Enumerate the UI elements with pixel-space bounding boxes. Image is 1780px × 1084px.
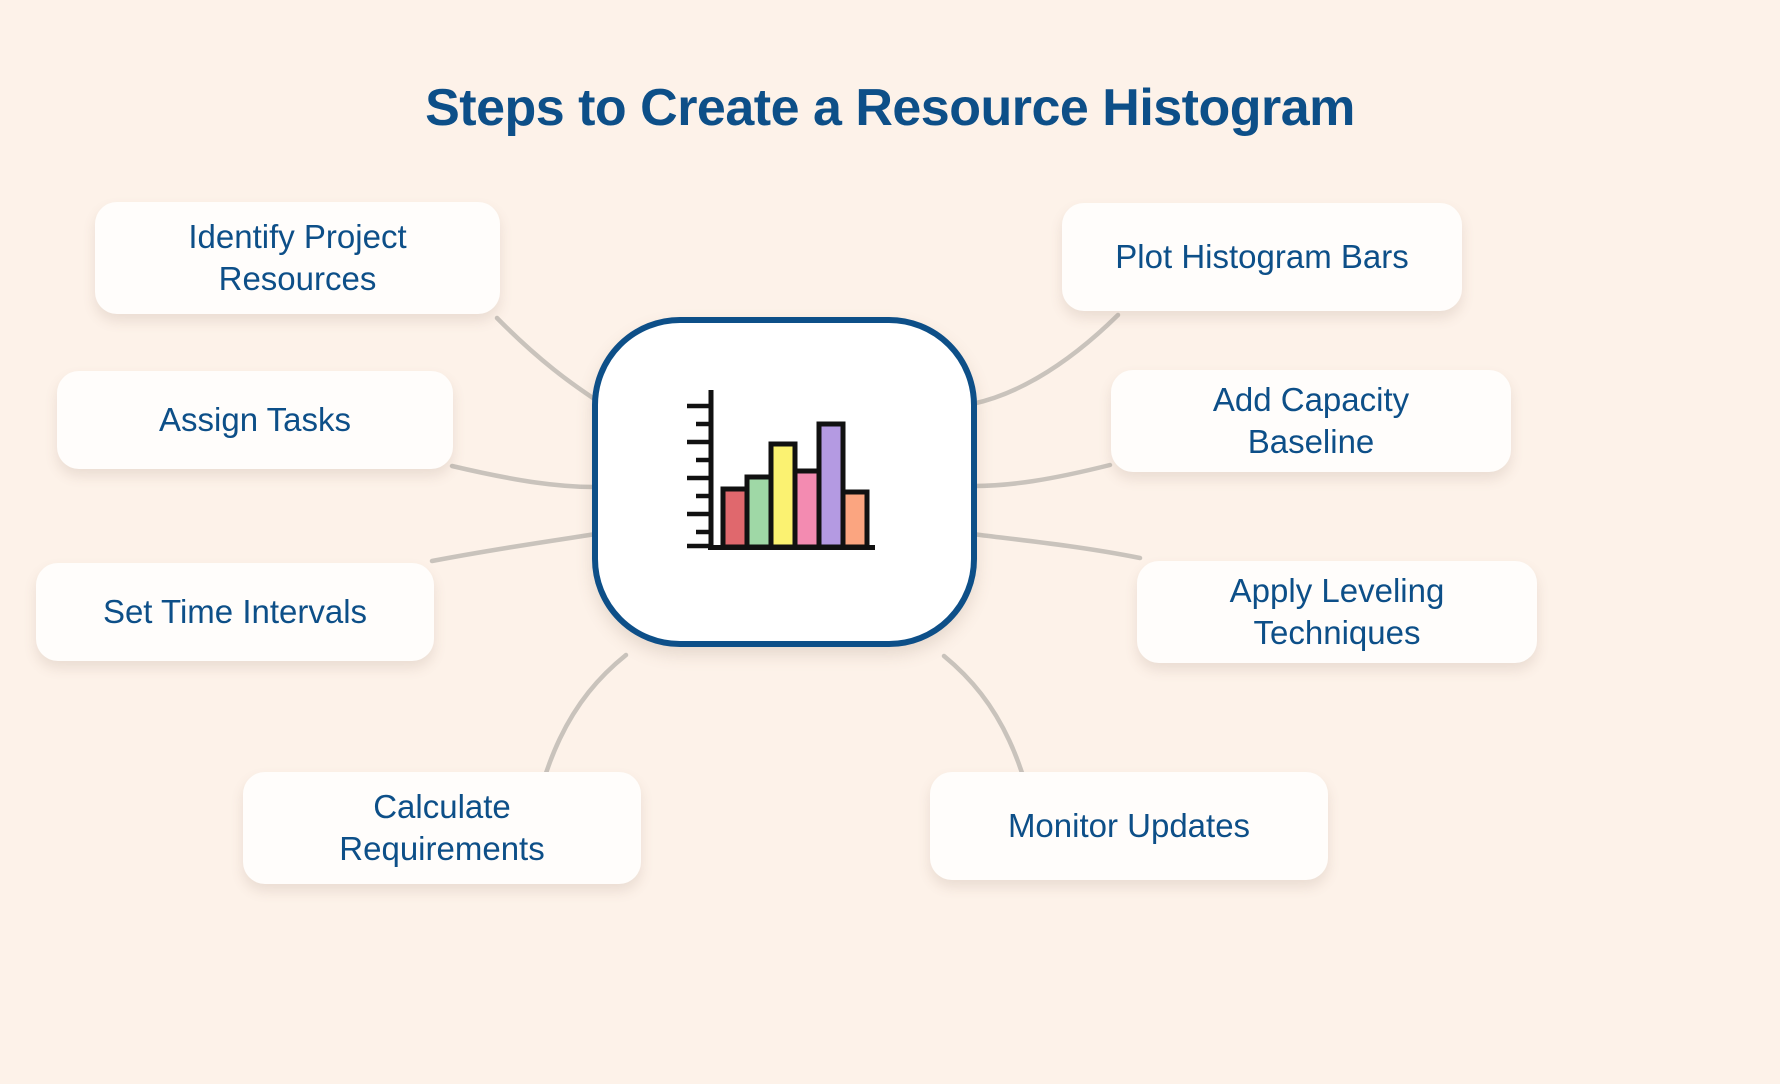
step-label: Identify Project Resources — [188, 218, 407, 297]
step-card-calculate-requirements[interactable]: Calculate Requirements — [243, 772, 641, 884]
histogram-y-ticks — [686, 403, 711, 549]
histogram-bar-2 — [744, 474, 773, 550]
histogram-bar-1 — [720, 486, 749, 550]
step-label: Monitor Updates — [1007, 807, 1251, 845]
step-label: Assign Tasks — [159, 401, 351, 439]
connector-add-capacity-baseline — [971, 462, 1113, 489]
center-node — [592, 317, 977, 647]
histogram-chart-icon — [686, 390, 875, 550]
connector-apply-leveling-techniques — [969, 531, 1143, 561]
step-card-identify-project-resources[interactable]: Identify Project Resources — [95, 202, 500, 314]
step-label: Set Time Intervals — [102, 593, 368, 631]
step-label: Plot Histogram Bars — [1115, 238, 1409, 276]
page-title: Steps to Create a Resource Histogram — [425, 79, 1355, 137]
step-label: Apply Leveling Techniques — [1229, 572, 1445, 651]
step-card-monitor-updates[interactable]: Monitor Updates — [930, 772, 1328, 880]
step-label: Calculate Requirements — [339, 788, 545, 867]
histogram-bar-4 — [792, 468, 821, 550]
connector-identify-project-resources — [494, 315, 603, 407]
histogram-bars — [720, 421, 869, 550]
histogram-bar-3 — [768, 441, 797, 550]
histogram-bar-6 — [840, 489, 869, 550]
step-card-plot-histogram-bars[interactable]: Plot Histogram Bars — [1062, 203, 1462, 311]
connector-set-time-intervals — [429, 531, 599, 564]
step-card-set-time-intervals[interactable]: Set Time Intervals — [36, 563, 434, 661]
step-card-apply-leveling-techniques[interactable]: Apply Leveling Techniques — [1137, 561, 1537, 663]
step-label: Add Capacity Baseline — [1212, 381, 1410, 460]
histogram-bar-5 — [816, 421, 845, 550]
connector-plot-histogram-bars — [969, 312, 1121, 407]
step-card-add-capacity-baseline[interactable]: Add Capacity Baseline — [1111, 370, 1511, 472]
connector-assign-tasks — [449, 463, 597, 490]
step-card-assign-tasks[interactable]: Assign Tasks — [57, 371, 453, 469]
